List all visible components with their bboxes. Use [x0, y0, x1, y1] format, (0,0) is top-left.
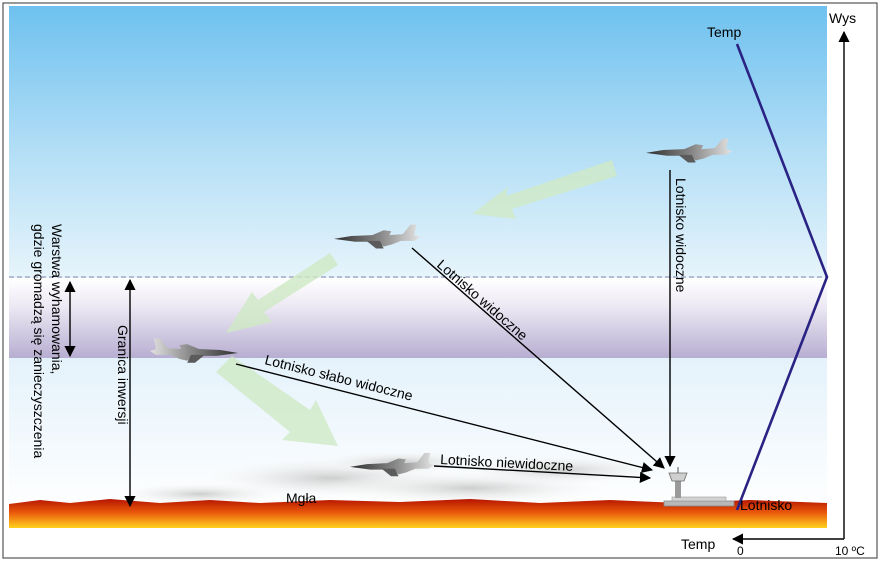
sight-line-visible-diagonal [411, 247, 665, 469]
visible-vertical-label: Lotnisko widoczne [673, 178, 689, 293]
axes [731, 30, 850, 545]
tick-label-zero: 0 [737, 544, 744, 558]
temp-label-top: Temp [707, 24, 741, 40]
arrow-icon [216, 356, 338, 446]
inversion-limit-label: Granica inwersji [115, 325, 131, 425]
fog [110, 450, 670, 506]
airport [663, 496, 735, 507]
sight-lines [235, 170, 676, 484]
inversion-layer [9, 278, 827, 358]
arrow-icon [472, 160, 617, 219]
sight-line-poorly-visible [235, 363, 654, 473]
temperature-axis-label: Temp [681, 536, 715, 552]
flight-path-arrows [216, 160, 617, 446]
temperature-profile-line [735, 43, 829, 511]
fog-label: Mgła [286, 490, 317, 506]
layer-arrows [64, 278, 136, 508]
control-tower-icon [668, 467, 688, 498]
inhibition-layer-label-line1: Warstwa wyhamowania, [49, 224, 65, 374]
height-axis-label: Wys [829, 10, 856, 26]
ground [9, 499, 827, 528]
tick-label-ten: 10 ºC [835, 544, 865, 558]
upper-sky [9, 6, 827, 278]
not-visible-label: Lotnisko niewidoczne [440, 451, 574, 474]
inhibition-layer-label-line2: gdzie gromadzą się zanieczyszczenia [31, 224, 47, 458]
airport-label: Lotnisko [740, 497, 792, 513]
arrow-icon [226, 253, 338, 333]
sight-line-not-visible [433, 465, 652, 484]
